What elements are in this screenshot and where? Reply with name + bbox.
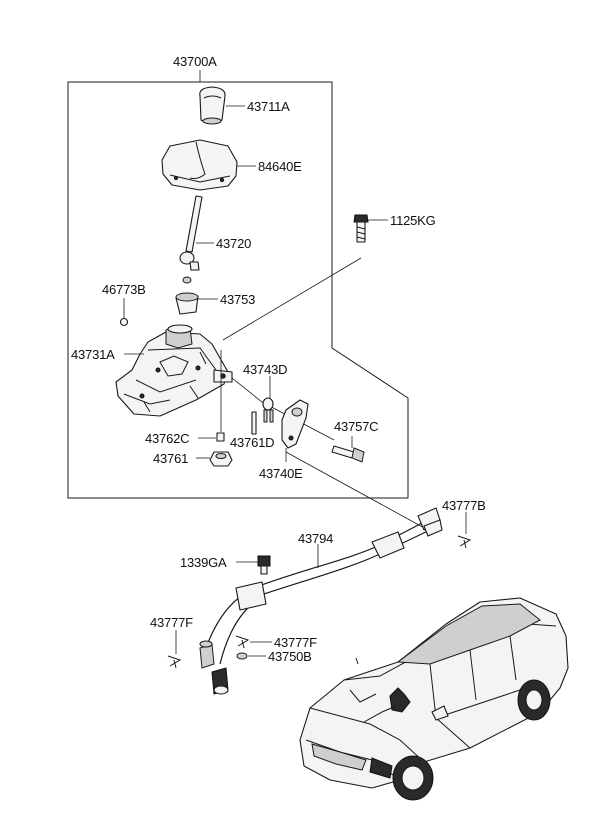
cable-guide-line xyxy=(285,451,429,531)
small-nut xyxy=(216,432,225,442)
label-clip-left: 43777F xyxy=(150,615,193,630)
label-long-bolt: 43757C xyxy=(334,419,378,434)
bracket-guide-line xyxy=(231,377,335,441)
label-boot: 84640E xyxy=(258,159,302,174)
label-small-nut: 43762C xyxy=(145,431,189,446)
washer-43743d xyxy=(262,397,274,423)
clip-mid xyxy=(235,635,250,649)
label-knob: 43711A xyxy=(247,99,290,114)
retainer xyxy=(236,652,248,660)
clip-left xyxy=(167,655,182,669)
label-washer: 43743D xyxy=(243,362,287,377)
shift-boot xyxy=(161,139,238,191)
grommet-bolt xyxy=(257,555,271,575)
hex-nut xyxy=(209,451,233,467)
label-bushing: 43753 xyxy=(220,292,255,307)
shift-cable xyxy=(199,507,443,695)
label-plate: 43740E xyxy=(259,466,303,481)
select-plate xyxy=(281,399,309,449)
label-pin-clip: 46773B xyxy=(102,282,146,297)
clip-right xyxy=(457,535,472,549)
label-pin: 43761D xyxy=(230,435,274,450)
label-grommet-bolt: 1339GA xyxy=(180,555,227,570)
label-bolt: 1125KG xyxy=(390,213,436,228)
long-bolt xyxy=(331,445,365,463)
bolt-guide-line xyxy=(222,257,362,341)
shift-knob xyxy=(199,86,226,125)
label-clip-right: 43777B xyxy=(442,498,486,513)
label-assembly: 43700A xyxy=(173,54,217,69)
shift-lever xyxy=(179,195,203,284)
label-lever: 43720 xyxy=(216,236,251,251)
label-retainer: 43750B xyxy=(268,649,312,664)
lever-bushing xyxy=(175,292,199,315)
car-illustration xyxy=(299,597,569,801)
label-nut: 43761 xyxy=(153,451,188,466)
pin-clip xyxy=(119,317,129,327)
shifter-bracket xyxy=(115,324,233,417)
label-clip-mid: 43777F xyxy=(274,635,317,650)
pin-43761d xyxy=(251,411,257,435)
bolt-1125kg xyxy=(353,214,369,243)
label-bracket: 43731A xyxy=(71,347,115,362)
label-cable: 43794 xyxy=(298,531,333,546)
assembly-frame xyxy=(67,81,409,499)
